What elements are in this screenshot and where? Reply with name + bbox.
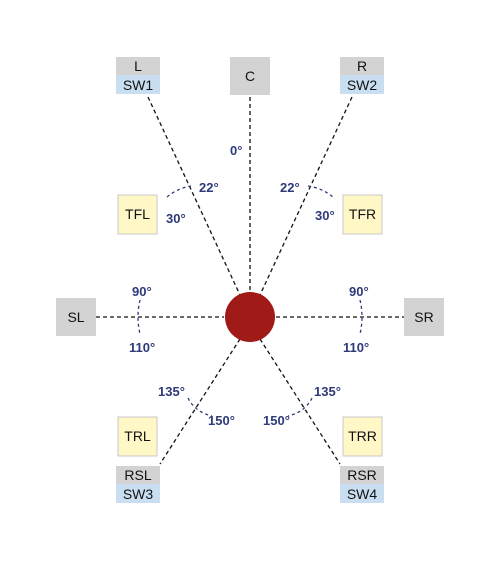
angle-front-right-outer-label: 30° [315, 208, 335, 223]
speaker-trr: TRR [342, 416, 383, 457]
subwoofer-sw3-label: SW3 [123, 486, 154, 502]
angle-front-right-inner-label: 22° [280, 180, 300, 195]
speaker-tfl: TFL [117, 194, 158, 235]
speaker-sr-label: SR [414, 309, 433, 325]
angle-side-left-upper-label: 90° [132, 284, 152, 299]
speaker-l-box [116, 57, 160, 75]
subwoofer-sw2-label: SW2 [347, 77, 378, 93]
subwoofer-sw4-label: SW4 [347, 486, 378, 502]
speaker-tfr-label: TFR [349, 206, 376, 222]
speaker-sr: SR [404, 298, 444, 336]
speaker-l-label: L [134, 58, 142, 74]
arc-rear-left [187, 397, 213, 417]
line-right [259, 96, 353, 296]
arc-front-left [166, 185, 192, 198]
speaker-trl-box [117, 416, 158, 457]
speaker-rsl-sw3: RSL SW3 [116, 466, 160, 503]
angle-rear-left-lower-label: 150° [208, 413, 235, 428]
listener-position [225, 292, 275, 342]
speaker-r-label: R [357, 58, 367, 74]
angle-side-right-lower-label: 110° [343, 340, 369, 355]
speaker-l-sw1: L SW1 [116, 57, 160, 94]
arc-side-right [359, 299, 363, 335]
speaker-r-sw2: R SW2 [340, 57, 384, 94]
speaker-trl: TRL [117, 416, 158, 457]
angle-rear-right-upper-label: 135° [314, 384, 341, 399]
speaker-rsl-box [116, 466, 160, 484]
speaker-trl-label: TRL [124, 428, 151, 444]
angle-side-right-upper-label: 90° [349, 284, 369, 299]
speaker-rsr-label: RSR [347, 467, 377, 483]
line-left [147, 96, 241, 296]
angle-rear-right-lower-label: 150° [263, 413, 290, 428]
speaker-rsr-sw4: RSR SW4 [340, 466, 384, 503]
arc-front-right [307, 185, 334, 198]
speaker-rsl-label: RSL [124, 467, 151, 483]
speaker-sl-label: SL [67, 309, 84, 325]
angle-labels: 0° 22° 30° 22° 30° 90° 110° 90° 110° 135… [129, 143, 369, 428]
angle-arcs [137, 185, 363, 417]
speaker-tfl-box [117, 194, 158, 235]
arc-side-left [137, 299, 141, 335]
subwoofer-sw4-box [340, 484, 384, 503]
speaker-c-label: C [245, 68, 255, 84]
speaker-sl: SL [56, 298, 96, 336]
line-rear-left [159, 338, 241, 465]
speaker-c-box [230, 57, 270, 95]
subwoofer-sw1-box [116, 75, 160, 94]
speaker-tfr-box [342, 194, 383, 235]
speaker-tfr: TFR [342, 194, 383, 235]
speaker-rsr-box [340, 466, 384, 484]
arc-rear-right [287, 397, 313, 417]
subwoofer-sw1-label: SW1 [123, 77, 154, 93]
angle-front-label: 0° [230, 143, 242, 158]
speaker-tfl-label: TFL [125, 206, 150, 222]
speaker-lines [96, 96, 404, 465]
subwoofer-sw2-box [340, 75, 384, 94]
angle-side-left-lower-label: 110° [129, 340, 155, 355]
speaker-c: C [230, 57, 270, 95]
speaker-trr-box [342, 416, 383, 457]
speaker-trr-label: TRR [348, 428, 377, 444]
angle-rear-left-upper-label: 135° [158, 384, 185, 399]
speaker-r-box [340, 57, 384, 75]
angle-front-left-inner-label: 22° [199, 180, 219, 195]
speaker-sl-box [56, 298, 96, 336]
line-rear-right [259, 338, 341, 465]
angle-front-left-outer-label: 30° [166, 211, 186, 226]
subwoofer-sw3-box [116, 484, 160, 503]
speaker-sr-box [404, 298, 444, 336]
